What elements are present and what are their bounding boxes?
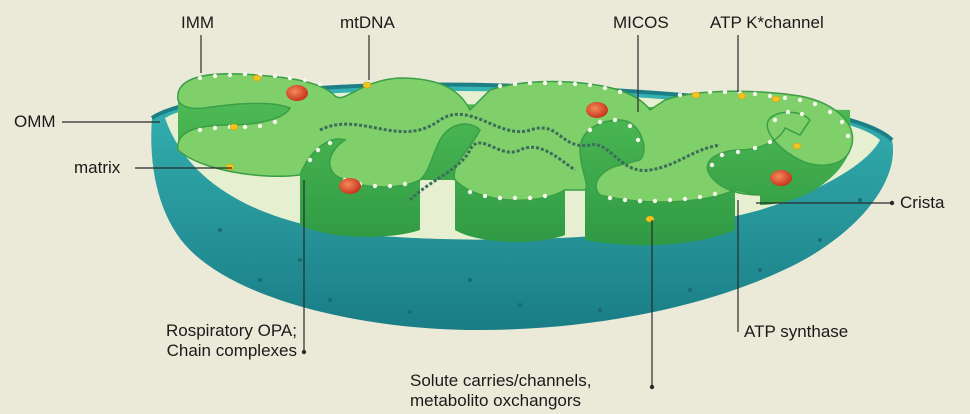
label-respiratory-line1: Rospiratory OPA; [127,321,297,341]
label-respiratory-line2: Chain complexes [127,341,297,361]
label-atp-synthase: ATP synthase [744,322,848,342]
label-respiratory: Rospiratory OPA; Chain complexes [127,321,297,361]
label-micos: MICOS [613,13,669,33]
ribosome [286,85,308,101]
label-crista: Crista [900,193,944,213]
label-mtdna: mtDNA [340,13,395,33]
ribosome [770,170,792,186]
label-omm: OMM [14,112,56,132]
label-matrix: matrix [74,158,120,178]
label-atp-k-channel: ATP K*channel [710,13,824,33]
label-solute: Solute carries/channels, metabolito oxch… [410,371,650,411]
label-imm: IMM [181,13,214,33]
ribosome [339,178,361,194]
label-solute-line1: Solute carries/channels, [410,371,650,391]
ribosome [586,102,608,118]
label-solute-line2: metabolito oxchangors [410,391,650,411]
